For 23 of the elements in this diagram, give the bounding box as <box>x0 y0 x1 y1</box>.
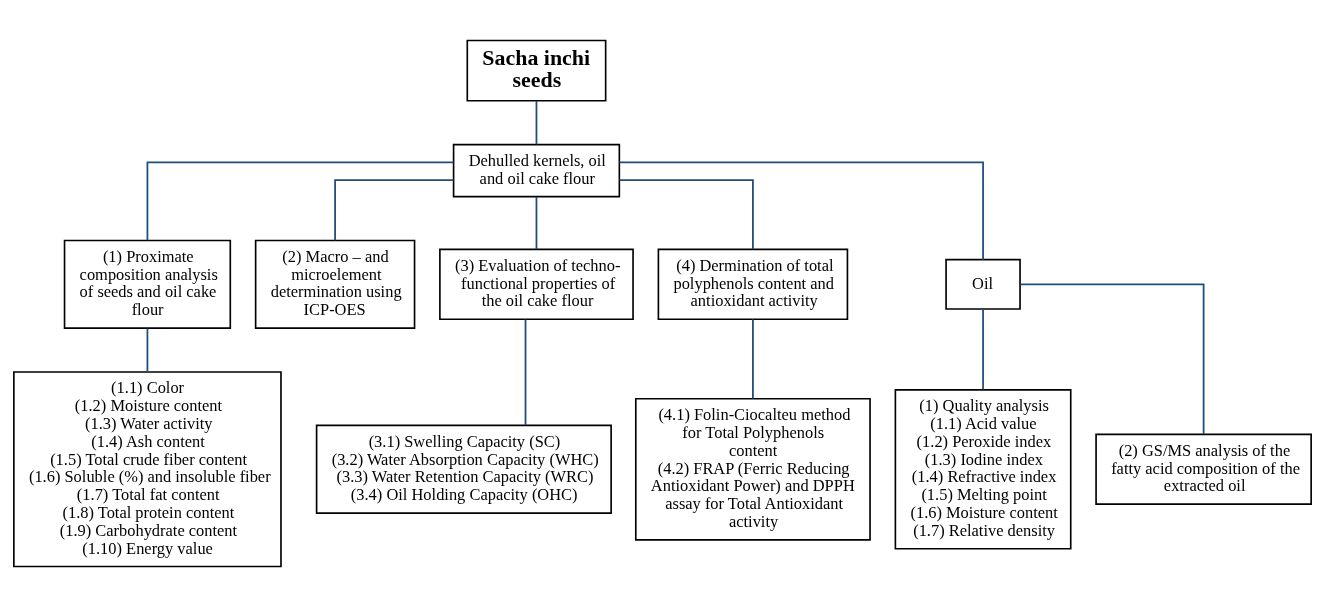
node-box: (1.1) Color (1.2) Moisture content (1.3) Water activity (1.4) Ash content (1.5) Total crude fiber content (1.6) Soluble (%) and insoluble fiber (1.7) Total fat content (1.8) Total protein content (1.9) Carbohydrate content (1.10) Energy value <box>13 370 282 567</box>
connector <box>535 99 538 145</box>
connector <box>618 178 754 250</box>
node-box: (4.1) Folin-Ciocalteu method for Total Polyphenols content (4.2) FRAP (Ferric Reducing Antioxidant Power) and DPPH assay for Total Antioxidant activity <box>634 397 871 541</box>
connector <box>618 161 984 261</box>
node-box: Sacha inchi seeds <box>466 39 607 102</box>
node-box: Oil <box>945 258 1021 310</box>
node-box: (2) GS/MS analysis of the fatty acid composition of the extracted oil <box>1095 433 1312 505</box>
connector <box>146 327 149 373</box>
connector <box>524 318 527 426</box>
node-box: (4) Dermination of total polyphenols content and antioxidant activity <box>657 248 849 320</box>
node-box: (1) Quality analysis (1.1) Acid value (1.2) Peroxide index (1.3) Iodine index (1.4) Refractive index (1.5) Melting point (1.6) Moisture content (1.7) Relative density <box>894 388 1072 550</box>
connector <box>752 318 754 399</box>
connector <box>1019 282 1205 435</box>
connector <box>146 161 455 241</box>
node-box: Dehulled kernels, oil and oil cake flour <box>452 143 621 197</box>
node-box: (3.1) Swelling Capacity (SC) (3.2) Water Absorption Capacity (WHC) (3.3) Water Retention Capacity (WRC) (3.4) Oil Holding Capacity (OHC) <box>315 424 612 514</box>
node-box: (2) Macro – and microelement determination using ICP-OES <box>254 239 416 329</box>
connector <box>982 307 984 390</box>
node-box: (1) Proximate composition analysis of seeds and oil cake flour <box>63 239 232 329</box>
connector <box>535 195 538 250</box>
node-box: (3) Evaluation of techno-functional properties of the oil cake flour <box>439 248 634 320</box>
connector <box>334 178 455 241</box>
